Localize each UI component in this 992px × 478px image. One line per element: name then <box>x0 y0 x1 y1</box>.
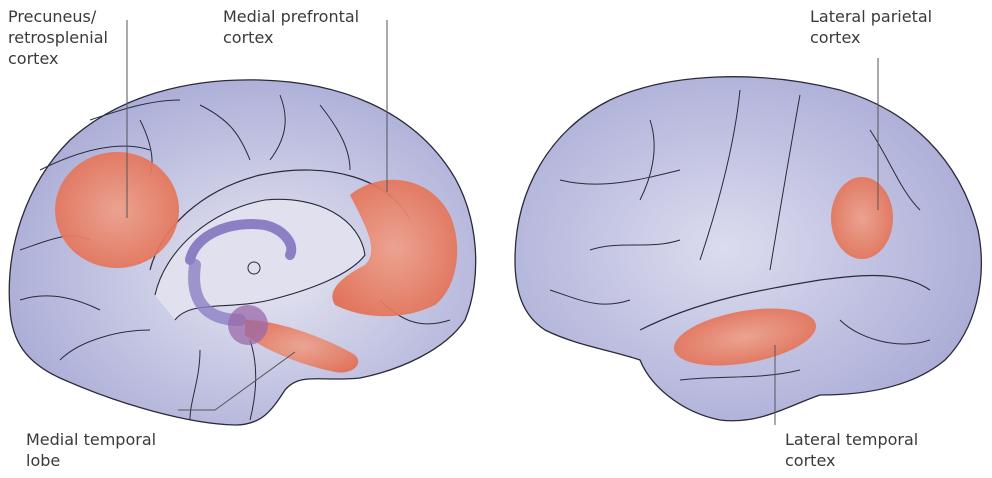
lateral-brain-view <box>514 76 982 422</box>
label-line: cortex <box>810 28 861 47</box>
lateral-temporal-activation <box>673 308 817 366</box>
label-line: Medial temporal <box>26 430 157 449</box>
medial-brain-view <box>8 79 477 426</box>
label-line: cortex <box>223 28 274 47</box>
label-line: retrosplenial <box>8 28 108 47</box>
hippocampus-shape <box>185 219 297 265</box>
label-line: cortex <box>8 49 59 68</box>
label-line: Medial prefrontal <box>223 7 360 26</box>
mtl-activation <box>245 320 359 373</box>
label-line: Lateral temporal <box>785 430 919 449</box>
leader-lines <box>126 20 879 425</box>
label-precuneus: Precuneus/ retrosplenial cortex <box>8 6 108 69</box>
label-line: lobe <box>26 451 61 470</box>
label-line: Precuneus/ <box>8 7 97 26</box>
label-medial-prefrontal: Medial prefrontal cortex <box>223 6 359 48</box>
precuneus-activation <box>55 152 179 268</box>
label-lateral-parietal: Lateral parietal cortex <box>810 6 932 48</box>
mpfc-activation <box>332 179 458 317</box>
label-lateral-temporal: Lateral temporal cortex <box>785 429 918 471</box>
label-line: Lateral parietal <box>810 7 933 26</box>
lateral-parietal-activation <box>831 177 893 259</box>
label-line: cortex <box>785 451 836 470</box>
label-medial-temporal: Medial temporal lobe <box>26 429 156 471</box>
